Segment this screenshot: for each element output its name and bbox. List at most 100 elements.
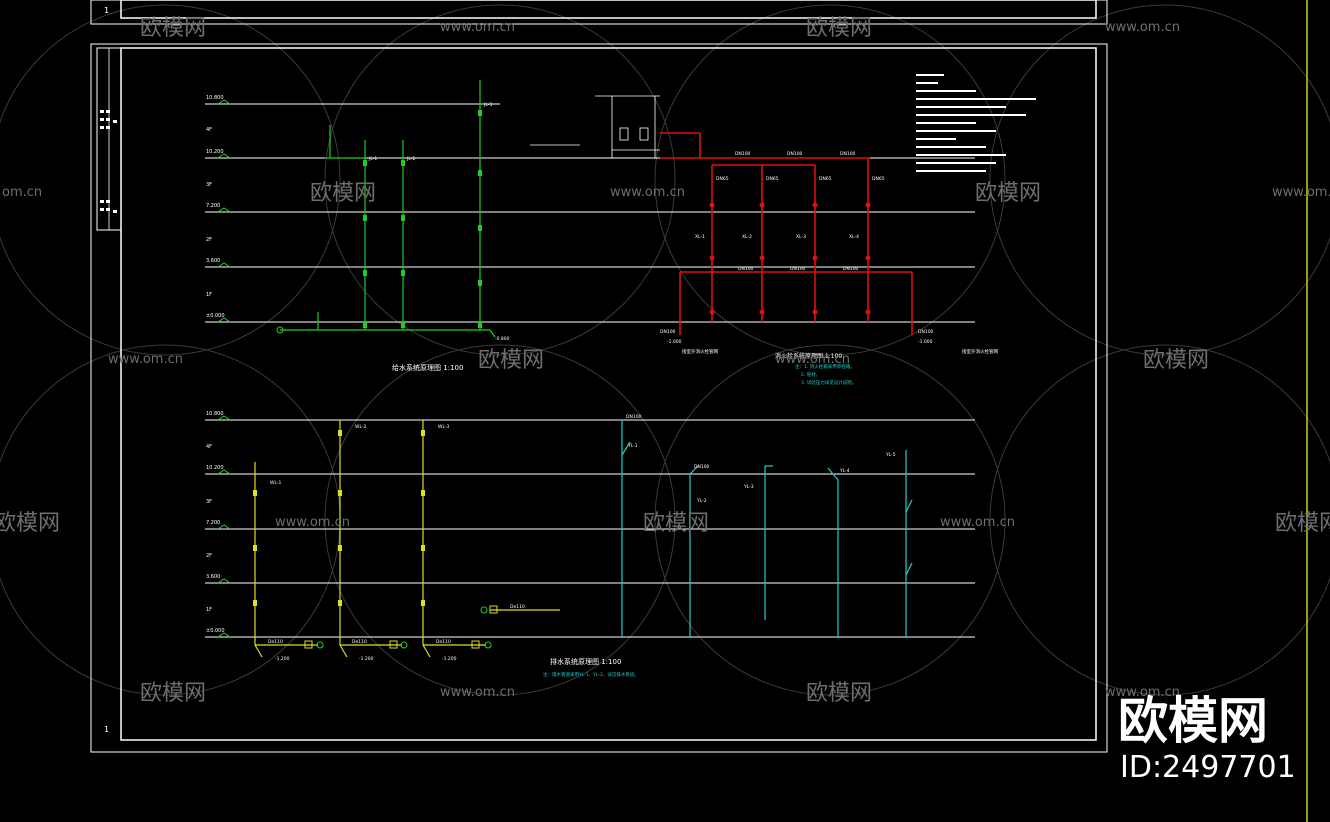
drain-outlet-level-1: -1.200 — [275, 656, 290, 662]
bottom-level-markers — [217, 415, 231, 638]
level-3600-top: 3.600 — [206, 258, 220, 264]
watermark-brand-3: 欧模网 — [310, 181, 376, 206]
level-7200-top: 7.200 — [206, 203, 220, 209]
supply-outlet-level: -0.800 — [495, 336, 510, 342]
title-drainage: 排水系统原理图 1:100 — [550, 657, 621, 666]
rain-riser-yl3: YL-3 — [743, 484, 754, 490]
rain-roof-note-2: DN100 — [694, 464, 710, 470]
bottom-level-labels: 10.800 10.200 7.200 3.600 ±0.000 4F 3F 2… — [206, 411, 225, 634]
fire-outlet-pipe-right: DN100 — [918, 329, 934, 335]
drain-riser-wl2: WL-2 — [355, 424, 367, 430]
watermark-site-2: www.om.cn — [1105, 20, 1180, 35]
sheet-number-top: 1 — [104, 6, 109, 15]
drain-outlet-level-2: -1.200 — [359, 656, 374, 662]
fire-outlet-note-left: 接室外消火栓管网 — [682, 348, 718, 355]
drainage-system: WL-1 WL-2 WL-3 De110 De110 De110 De110 -… — [253, 420, 639, 678]
rain-riser-yl4: YL-4 — [839, 468, 850, 474]
level-0000-top: ±0.000 — [206, 313, 225, 319]
watermark-brand-6: 欧模网 — [1143, 348, 1209, 373]
rain-riser-yl5: YL-5 — [885, 452, 896, 458]
fire-pipe-label-3: DN100 — [840, 151, 856, 157]
floor-tag-1f-top: 1F — [206, 292, 212, 298]
watermark-site-6: www.om.cn — [108, 352, 183, 367]
top-level-lines — [205, 103, 975, 323]
watermark-brand-4: 欧模网 — [975, 181, 1041, 206]
watermark-site-11: www.om.cn — [1105, 685, 1180, 700]
watermark-site-1: www.om.cn — [440, 20, 515, 35]
sheet-number-bottom: 1 — [104, 725, 109, 734]
water-supply-system: JL-1 JL-2 JL-3 -0.800 给水系统原理图 1:100 — [276, 80, 510, 372]
fire-riser-xl3: XL-3 — [796, 234, 806, 240]
fire-pipe-label-9: DN65 — [819, 176, 832, 182]
fire-riser-xl4: XL-4 — [849, 234, 859, 240]
watermark-site-4: www.om.cn — [1272, 185, 1330, 200]
watermark-brand-11: 欧模网 — [806, 681, 872, 706]
fire-note-3: 3. 试验压力详见设计说明。 — [801, 379, 856, 386]
level-roof-top: 10.800 — [206, 95, 224, 101]
level-3600-bottom: 3.600 — [206, 574, 220, 580]
fire-outlet-level-left: -1.000 — [667, 339, 682, 345]
floor-tag-2f-bottom: 2F — [206, 553, 212, 559]
drawing-frame — [90, 0, 1108, 753]
rain-riser-yl1: YL-1 — [627, 443, 638, 449]
rain-roof-note-1: DN100 — [626, 414, 642, 420]
floor-tag-3f-bottom: 3F — [206, 499, 212, 505]
top-level-markers — [217, 99, 231, 323]
fire-pipe-label-4: DN100 — [738, 266, 754, 272]
fire-outlet-note-right: 接室外消火栓管网 — [962, 348, 998, 355]
fire-outlet-level-right: -1.000 — [918, 339, 933, 345]
watermark-brand-1: 欧模网 — [140, 16, 206, 41]
supply-riser-jl2: JL-2 — [406, 156, 415, 162]
fire-outlet-pipe-left: DN100 — [660, 329, 676, 335]
floor-tag-2f-top: 2F — [206, 237, 212, 243]
floor-tag-4f-top: 4F — [206, 127, 212, 133]
level-7200-bottom: 7.200 — [206, 520, 220, 526]
watermark-brand-5: 欧模网 — [478, 348, 544, 373]
supply-riser-jl3: JL-3 — [483, 102, 492, 108]
drain-pipe-label-1: De110 — [268, 639, 283, 645]
fire-pipe-label-2: DN100 — [787, 151, 803, 157]
fire-pipe-label-8: DN65 — [766, 176, 779, 182]
watermark-site-10: www.om.cn — [440, 685, 515, 700]
fire-note-1: 注：1. 消火栓箱采用单栓箱。 — [795, 363, 855, 370]
supply-riser-jl1: JL-1 — [368, 156, 377, 162]
watermark-site-3: www.om.cn — [610, 185, 685, 200]
watermark-brand-8: 欧模网 — [643, 511, 709, 536]
watermark-site-8: www.om.cn — [275, 515, 350, 530]
drain-riser-wl1: WL-1 — [270, 480, 282, 486]
title-water-supply: 给水系统原理图 1:100 — [392, 363, 463, 372]
level-10200-top: 10.200 — [206, 149, 224, 155]
drain-outlet-level-3: -1.200 — [442, 656, 457, 662]
roof-tank-detail — [530, 95, 660, 158]
level-roof-bottom: 10.800 — [206, 411, 224, 417]
design-notes-block — [916, 74, 1036, 172]
rainwater-system: YL-1 YL-2 YL-3 YL-4 YL-5 DN100 DN100 — [621, 414, 913, 637]
title-fire-hydrant: 消火栓系统原理图 1:100 — [775, 352, 842, 360]
title-block-marks — [100, 110, 117, 213]
fire-note-2: 2. 管材。 — [801, 371, 820, 378]
level-0000-bottom: ±0.000 — [206, 628, 225, 634]
drain-pipe-label-4: De110 — [510, 604, 525, 610]
watermark-brand-2: 欧模网 — [806, 16, 872, 41]
fire-pipe-label-5: DN100 — [790, 266, 806, 272]
level-10200-bottom: 10.200 — [206, 465, 224, 471]
watermark-site-9: www.om.cn — [940, 515, 1015, 530]
watermark-site-5: om.cn — [2, 185, 42, 200]
fire-riser-xl1: XL-1 — [695, 234, 705, 240]
top-level-labels: 10.800 10.200 7.200 3.600 ±0.000 4F 3F 2… — [206, 95, 225, 319]
floor-tag-4f-bottom: 4F — [206, 444, 212, 450]
floor-tag-1f-bottom: 1F — [206, 607, 212, 613]
fire-pipe-label-1: DN100 — [735, 151, 751, 157]
bottom-level-lines — [205, 419, 975, 638]
floor-tag-3f-top: 3F — [206, 182, 212, 188]
fire-riser-xl2: XL-2 — [742, 234, 752, 240]
watermark-arcs — [0, 4, 1330, 696]
fire-pipe-label-10: DN65 — [872, 176, 885, 182]
supply-inlet-symbol — [276, 326, 284, 334]
drain-riser-wl3: WL-3 — [438, 424, 450, 430]
drain-pipe-label-2: De110 — [352, 639, 367, 645]
rain-riser-yl2: YL-2 — [696, 498, 707, 504]
watermark-brand-9: 欧模网 — [1275, 511, 1330, 536]
drain-note: 注：雨水管道采用YL-1、YL-2，详见排水系统。 — [543, 671, 639, 678]
